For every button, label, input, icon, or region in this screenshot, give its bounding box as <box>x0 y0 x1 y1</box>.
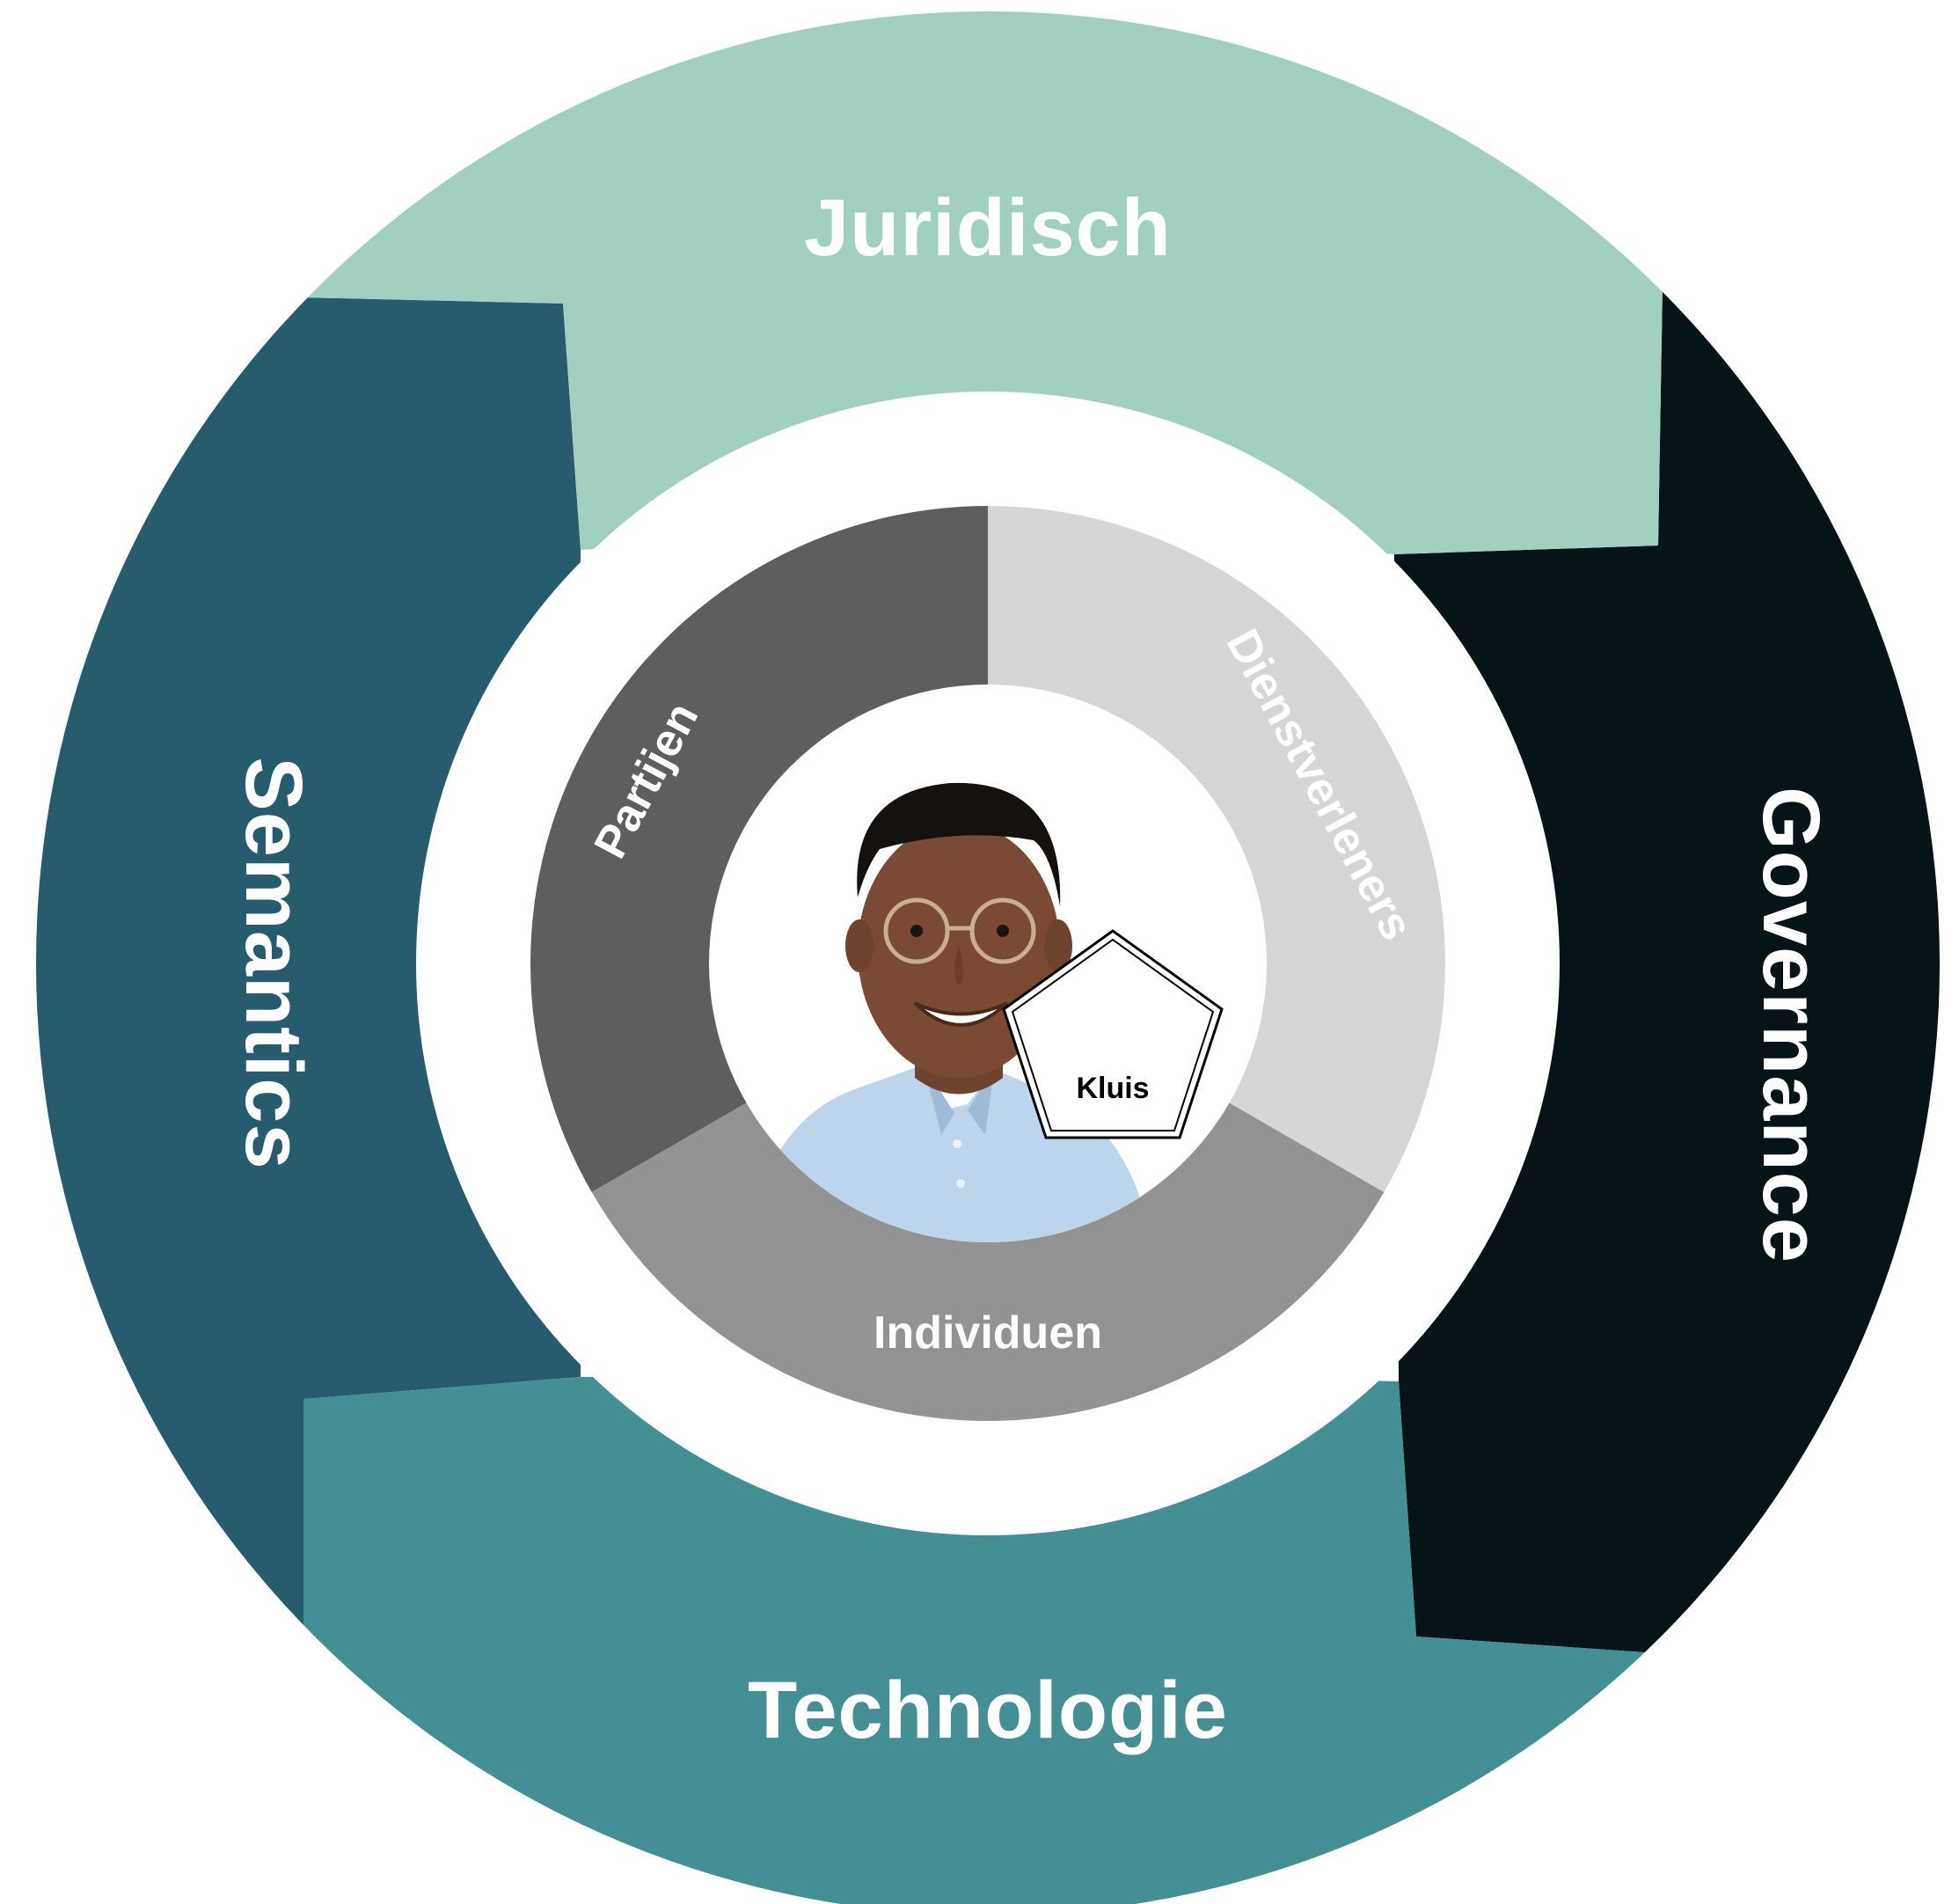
vault-icon <box>1002 929 1224 1139</box>
outer-segment-governance <box>1394 286 1940 1654</box>
label-individuen: Individuen <box>874 1307 1102 1358</box>
label-kluis: Kluis <box>1076 1072 1149 1105</box>
label-governance: Governance <box>1746 787 1836 1263</box>
label-juridisch: Juridisch <box>804 183 1172 273</box>
outer-segment-technologie <box>36 1373 1940 1904</box>
label-semantics: Semantics <box>229 757 318 1169</box>
label-technologie: Technologie <box>748 1666 1228 1755</box>
outer-segment-semantics <box>36 290 581 1672</box>
